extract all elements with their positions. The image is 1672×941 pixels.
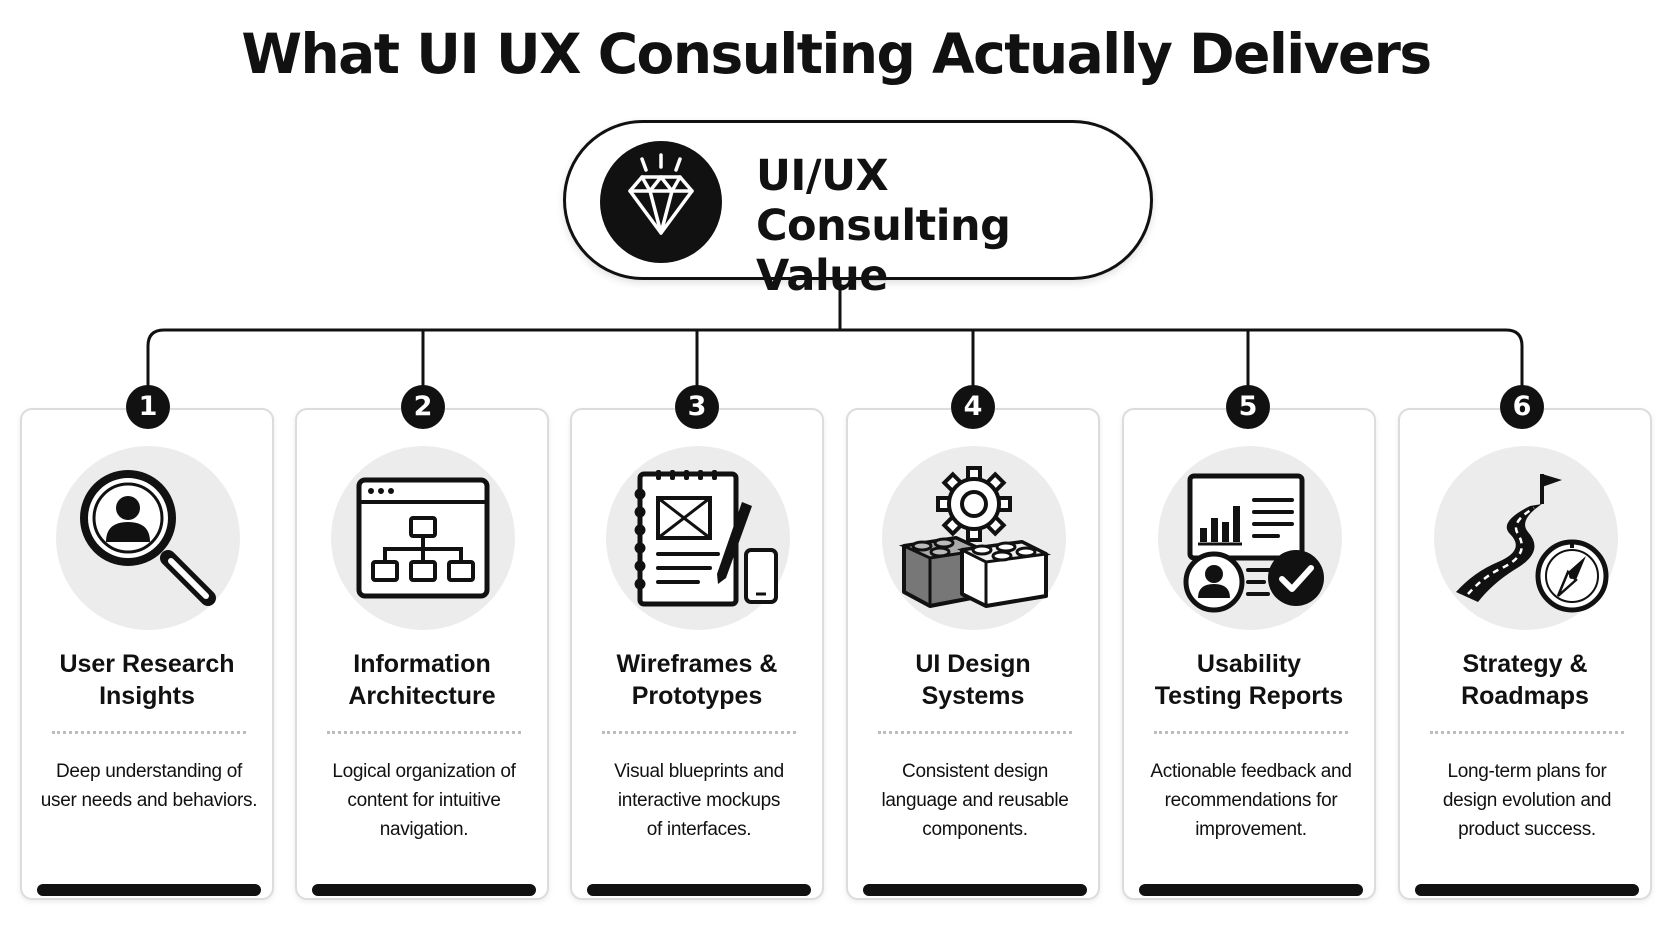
step-badge-2: 2 <box>401 385 445 429</box>
card-title-line: Architecture <box>348 682 496 710</box>
card-bottom-bar <box>863 884 1087 896</box>
card-desc-line: content for intuitive <box>347 790 501 811</box>
card-title-line: Roadmaps <box>1461 682 1589 710</box>
card-desc-line: user needs and behaviors. <box>40 790 258 811</box>
road-compass-icon <box>1434 446 1618 630</box>
hub-title-line1: UI/UX <box>756 151 889 201</box>
card-desc-line: recommendations for <box>1164 790 1338 811</box>
card-desc-line: improvement. <box>1195 819 1307 840</box>
card-desc-line: Actionable feedback and <box>1150 761 1352 782</box>
step-badge-6: 6 <box>1500 385 1544 429</box>
card-desc-line: language and reusable <box>881 790 1069 811</box>
dotted-divider <box>878 731 1072 734</box>
magnifier-user-icon <box>56 446 240 630</box>
card-bottom-bar <box>312 884 536 896</box>
card-title-line: Strategy & <box>1462 650 1588 678</box>
card-desc-line: components. <box>922 819 1028 840</box>
card-title-line: Testing Reports <box>1154 682 1344 710</box>
hub-node: UI/UX Consulting Value <box>563 120 1153 301</box>
card-bottom-bar <box>37 884 261 896</box>
card-desc-line: Consistent design <box>902 761 1048 782</box>
card-ui-design-systems: UI Design Systems Consistent design lang… <box>846 408 1100 900</box>
card-desc-line: product success. <box>1458 819 1596 840</box>
card-desc-line: design evolution and <box>1442 790 1612 811</box>
step-badge-3: 3 <box>675 385 719 429</box>
card-title-line: Wireframes & <box>616 650 778 678</box>
card-usability-testing: Usability Testing Reports Actionable fee… <box>1122 408 1376 900</box>
card-title-line: User Research <box>59 650 235 678</box>
step-badge-4: 4 <box>951 385 995 429</box>
card-title-line: Information <box>353 650 491 678</box>
card-desc-line: Long-term plans for <box>1447 761 1607 782</box>
card-strategy-roadmaps: Strategy & Roadmaps Long-term plans for … <box>1398 408 1652 900</box>
card-wireframes-prototypes: Wireframes & Prototypes Visual blueprint… <box>570 408 824 900</box>
hub-title-line2: Consulting Value <box>756 201 1011 301</box>
step-badge-5: 5 <box>1226 385 1270 429</box>
card-title-line: Systems <box>921 682 1025 710</box>
gear-blocks-icon <box>882 446 1066 630</box>
card-title-line: Prototypes <box>631 682 763 710</box>
card-bottom-bar <box>1139 884 1363 896</box>
card-desc-line: interactive mockups <box>617 790 781 811</box>
dotted-divider <box>602 731 796 734</box>
dotted-divider <box>52 731 246 734</box>
sitemap-window-icon <box>331 446 515 630</box>
card-user-research: User Research Insights Deep understandin… <box>20 408 274 900</box>
dotted-divider <box>1430 731 1624 734</box>
dotted-divider <box>1154 731 1348 734</box>
card-desc-line: Deep understanding of <box>56 761 242 782</box>
dotted-divider <box>327 731 521 734</box>
step-badge-1: 1 <box>126 385 170 429</box>
card-information-architecture: Information Architecture Logical organiz… <box>295 408 549 900</box>
card-bottom-bar <box>1415 884 1639 896</box>
card-title-line: UI Design <box>915 650 1031 678</box>
report-user-check-icon <box>1158 446 1342 630</box>
card-desc-line: navigation. <box>379 819 469 840</box>
diamond-icon <box>600 141 722 263</box>
card-desc-line: Visual blueprints and <box>614 761 784 782</box>
page-title: What UI UX Consulting Actually Delivers <box>241 22 1432 86</box>
card-title-line: Usability <box>1196 650 1302 678</box>
wireframe-notebook-icon <box>606 446 790 630</box>
card-title-line: Insights <box>99 682 195 710</box>
card-desc-line: of interfaces. <box>646 819 752 840</box>
card-bottom-bar <box>587 884 811 896</box>
card-desc-line: Logical organization of <box>332 761 516 782</box>
